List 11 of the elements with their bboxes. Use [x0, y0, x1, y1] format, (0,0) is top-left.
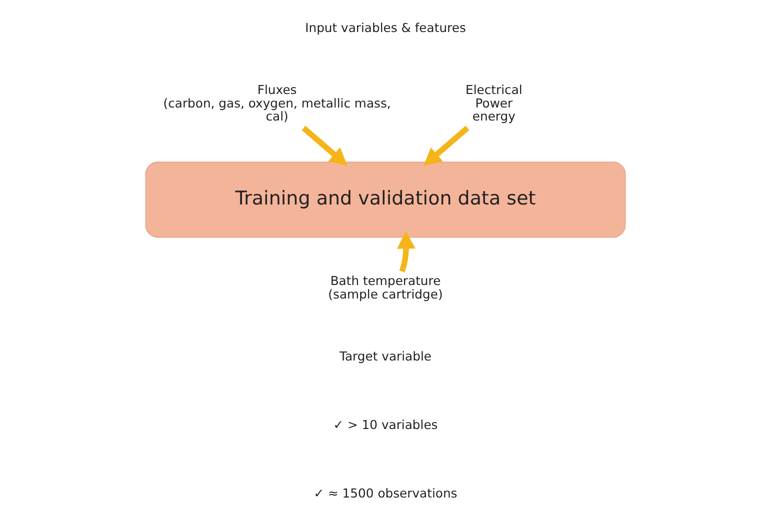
- node-text: Electrical Power energy: [465, 83, 522, 124]
- label: ✓ > 10 variables: [332, 418, 438, 432]
- label: Target variable: [338, 349, 432, 364]
- label: ✓ ≈ 1500 observations: [313, 486, 457, 500]
- label: Input variables & features: [304, 21, 466, 36]
- arrow: [301, 126, 347, 166]
- node-text: Fluxes (carbon, gas, oxygen, metallic mass, cal): [162, 83, 390, 124]
- node-text: Bath temperature (sample cartridge): [328, 274, 442, 302]
- node-box: Training and validation data set: [144, 162, 626, 238]
- arrow: [396, 231, 415, 272]
- arrow: [423, 126, 469, 166]
